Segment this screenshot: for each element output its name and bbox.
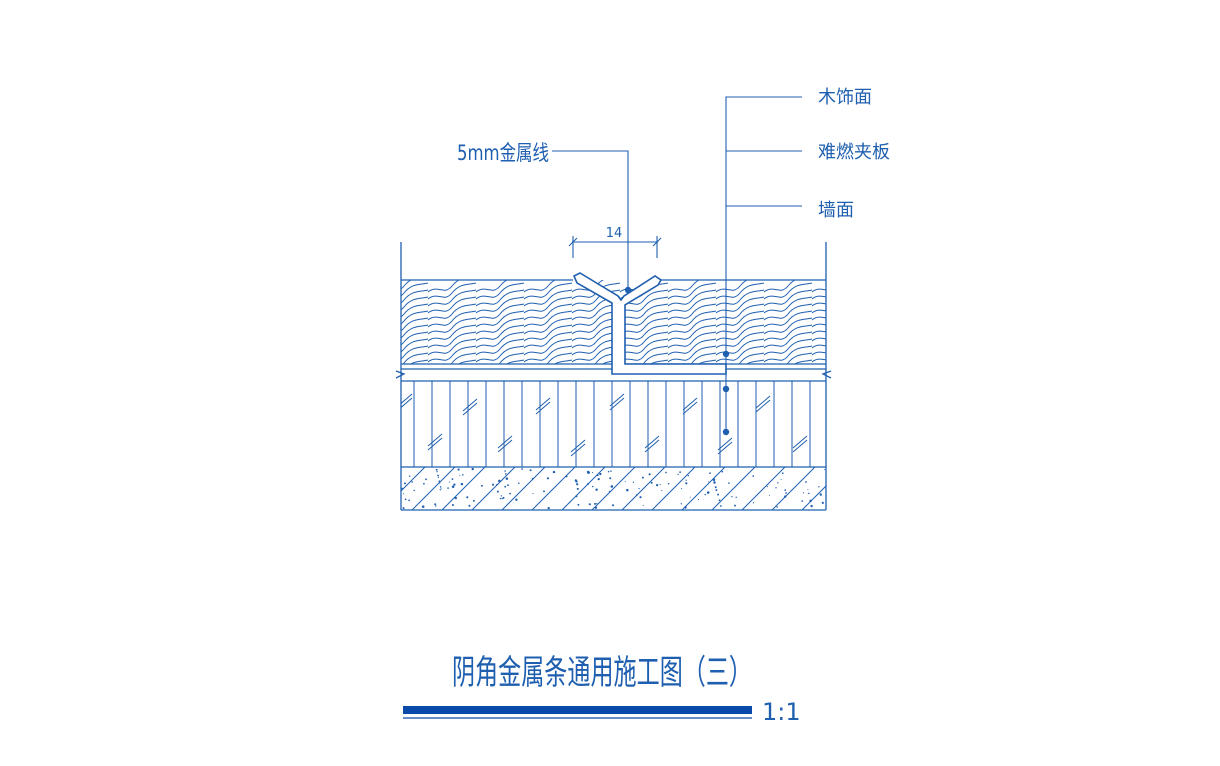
metal-strip-leader-dot bbox=[624, 286, 632, 294]
wall-concrete-layer bbox=[401, 467, 826, 511]
metal-strip-label: 5mm金属线 bbox=[457, 141, 549, 165]
dimension-label: 14 bbox=[606, 226, 623, 241]
layer-leaders bbox=[725, 96, 802, 432]
wood-finish-label: 木饰面 bbox=[818, 87, 872, 108]
metal-strip-leader bbox=[552, 150, 629, 290]
dimension-14 bbox=[568, 236, 662, 258]
fire-board-layer bbox=[401, 381, 826, 468]
wood-finish-leader-dot bbox=[722, 350, 730, 358]
wall-leader-dot bbox=[722, 428, 730, 436]
drawing-scale: 1:1 bbox=[762, 698, 801, 726]
drawing-title: 阴角金属条通用施工图（三） bbox=[452, 653, 752, 693]
break-line-layer bbox=[395, 368, 832, 382]
metal-strip-profile bbox=[572, 272, 727, 375]
wall-label: 墙面 bbox=[818, 200, 854, 221]
title-underline-thick bbox=[403, 706, 752, 714]
fire-board-label: 难燃夹板 bbox=[818, 142, 890, 163]
fire-board-leader-dot bbox=[722, 385, 730, 393]
